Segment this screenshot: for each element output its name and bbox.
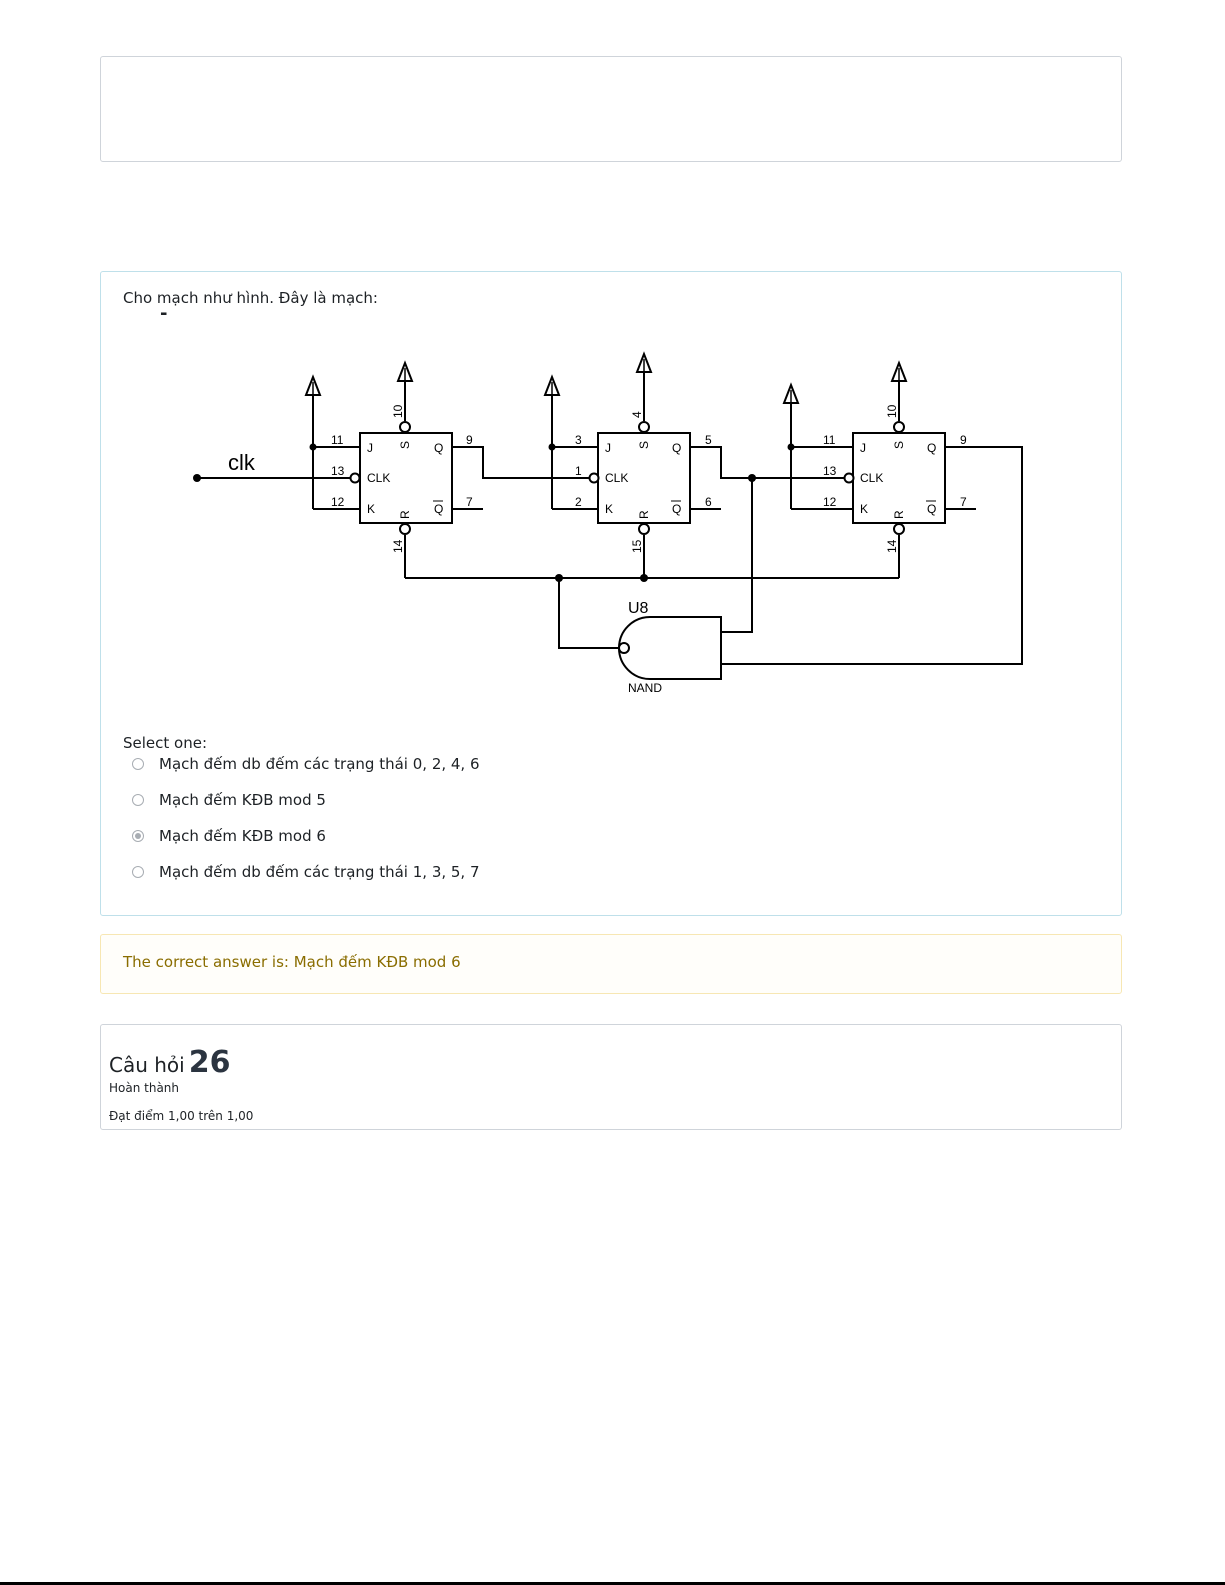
svg-text:R: R [892, 510, 906, 519]
svg-text:CLK: CLK [860, 471, 883, 485]
question-text: Cho mạch như hình. Đây là mạch: [123, 289, 378, 307]
svg-text:13: 13 [331, 464, 345, 478]
svg-text:7: 7 [960, 495, 967, 509]
svg-text:K: K [367, 502, 375, 516]
svg-text:14: 14 [885, 539, 899, 553]
svg-text:J: J [860, 441, 866, 455]
answer-option-a[interactable]: Mạch đếm db đếm các trạng thái 0, 2, 4, … [132, 753, 480, 775]
svg-text:13: 13 [823, 464, 837, 478]
svg-text:11: 11 [823, 433, 836, 447]
answer-option-b[interactable]: Mạch đếm KĐB mod 5 [132, 789, 326, 811]
question-box [100, 271, 1122, 916]
svg-text:9: 9 [466, 433, 473, 447]
svg-text:10: 10 [391, 404, 405, 418]
nand-gate-body [618, 616, 722, 680]
svg-text:9: 9 [960, 433, 967, 447]
svg-text:1: 1 [575, 464, 582, 478]
svg-text:11: 11 [331, 433, 344, 447]
question-dash: - [160, 303, 168, 324]
svg-text:CLK: CLK [605, 471, 628, 485]
svg-text:Q: Q [672, 502, 681, 516]
svg-text:Q: Q [434, 502, 443, 516]
gate-name: U8 [628, 600, 649, 617]
question-info-box [100, 1024, 1122, 1130]
answer-option-label: Mạch đếm KĐB mod 6 [159, 827, 326, 845]
answer-option-d[interactable]: Mạch đếm db đếm các trạng thái 1, 3, 5, … [132, 861, 480, 883]
svg-text:7: 7 [466, 495, 473, 509]
radio-button[interactable] [132, 758, 144, 770]
radio-button[interactable] [132, 794, 144, 806]
svg-text:4: 4 [630, 411, 644, 418]
svg-text:6: 6 [705, 495, 712, 509]
clk-label: clk [228, 450, 256, 475]
answer-option-label: Mạch đếm db đếm các trạng thái 1, 3, 5, … [159, 863, 480, 881]
circuit-diagram: clk U8 NAND J K CLK Q Q S R 11 13 12 10 … [193, 351, 1023, 695]
question-grade: Đạt điểm 1,00 trên 1,00 [109, 1109, 254, 1123]
previous-question-box [100, 56, 1122, 162]
select-one-prompt: Select one: [123, 734, 208, 752]
svg-text:K: K [860, 502, 868, 516]
svg-text:Q: Q [927, 502, 936, 516]
svg-text:R: R [637, 510, 651, 519]
gate-type: NAND [628, 681, 662, 695]
correct-answer-feedback: The correct answer is: Mạch đếm KĐB mod … [123, 953, 461, 971]
answer-option-c[interactable]: Mạch đếm KĐB mod 6 [132, 825, 326, 847]
svg-text:J: J [367, 441, 373, 455]
question-label: Câu hỏi [109, 1053, 185, 1077]
svg-text:S: S [637, 441, 651, 449]
svg-text:Q: Q [434, 441, 443, 455]
svg-text:Q: Q [927, 441, 936, 455]
svg-text:K: K [605, 502, 613, 516]
answer-option-label: Mạch đếm db đếm các trạng thái 0, 2, 4, … [159, 755, 480, 773]
svg-text:CLK: CLK [367, 471, 390, 485]
question-number: 26 [188, 1045, 231, 1080]
radio-button[interactable] [132, 866, 144, 878]
svg-text:12: 12 [823, 495, 837, 509]
svg-text:Q: Q [672, 441, 681, 455]
svg-text:S: S [398, 441, 412, 449]
svg-text:10: 10 [885, 404, 899, 418]
svg-text:S: S [892, 441, 906, 449]
question-state: Hoàn thành [109, 1081, 180, 1095]
svg-text:3: 3 [575, 433, 582, 447]
feedback-box [100, 934, 1122, 994]
answer-option-label: Mạch đếm KĐB mod 5 [159, 791, 326, 809]
svg-text:J: J [605, 441, 611, 455]
svg-text:5: 5 [705, 433, 712, 447]
svg-text:12: 12 [331, 495, 345, 509]
page-bottom-border [0, 1582, 1225, 1585]
svg-text:2: 2 [575, 495, 582, 509]
radio-button-selected[interactable] [132, 830, 144, 842]
svg-text:14: 14 [391, 539, 405, 553]
svg-text:R: R [398, 510, 412, 519]
svg-text:15: 15 [630, 539, 644, 553]
